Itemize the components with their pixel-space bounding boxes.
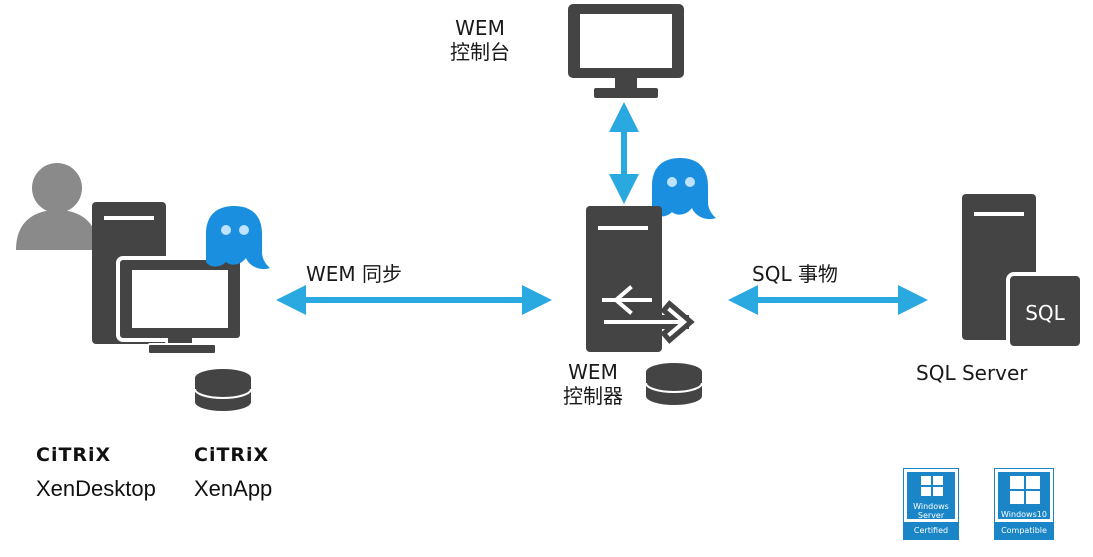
agent-ghost-icon — [206, 206, 270, 270]
console-label-line2: 控制台 — [450, 40, 510, 64]
controller-ghost-icon — [652, 158, 716, 220]
controller-label-line1: WEM — [568, 360, 618, 384]
console-monitor-icon — [568, 4, 684, 98]
windows-logo-icon — [1010, 476, 1040, 504]
badge-panel: Windows10 — [998, 472, 1050, 519]
badge-line1: Windows — [913, 502, 949, 511]
console-label-line1: WEM — [455, 16, 505, 40]
windows-logo-icon — [921, 476, 943, 496]
badge-line1: Windows10 — [1001, 510, 1047, 519]
agent-cache-database-icon — [194, 369, 252, 411]
controller-server-icon — [586, 206, 662, 352]
badge-footer: Compatible — [995, 522, 1053, 539]
controller-label-line2: 控制器 — [563, 384, 623, 408]
sql-server-icon: SQL — [962, 194, 1084, 350]
windows-10-badge: Windows10 Compatible — [994, 468, 1054, 540]
controller-database-icon — [645, 363, 703, 405]
badge-footer: Certified — [904, 522, 958, 539]
citrix-logo: CiTRiX — [194, 444, 270, 466]
console-label: WEM 控制台 — [440, 16, 520, 64]
transaction-label: SQL 事物 — [752, 262, 838, 286]
citrix-logo: CiTRiX — [36, 444, 112, 466]
sync-label: WEM 同步 — [306, 262, 403, 286]
user-icon — [16, 163, 98, 250]
sql-server-label: SQL Server — [916, 361, 1028, 385]
controller-label: WEM 控制器 — [548, 360, 638, 408]
badge-panel: Windows Server 2012 — [907, 472, 955, 529]
windows-server-2012-badge: Windows Server 2012 Certified — [903, 468, 959, 540]
sync-arrows-icon — [597, 278, 695, 344]
xenapp-label: XenApp — [194, 476, 273, 501]
sql-badge-text: SQL — [1025, 301, 1065, 325]
vda-monitor-icon — [116, 256, 244, 355]
xendesktop-label: XenDesktop — [36, 476, 156, 501]
